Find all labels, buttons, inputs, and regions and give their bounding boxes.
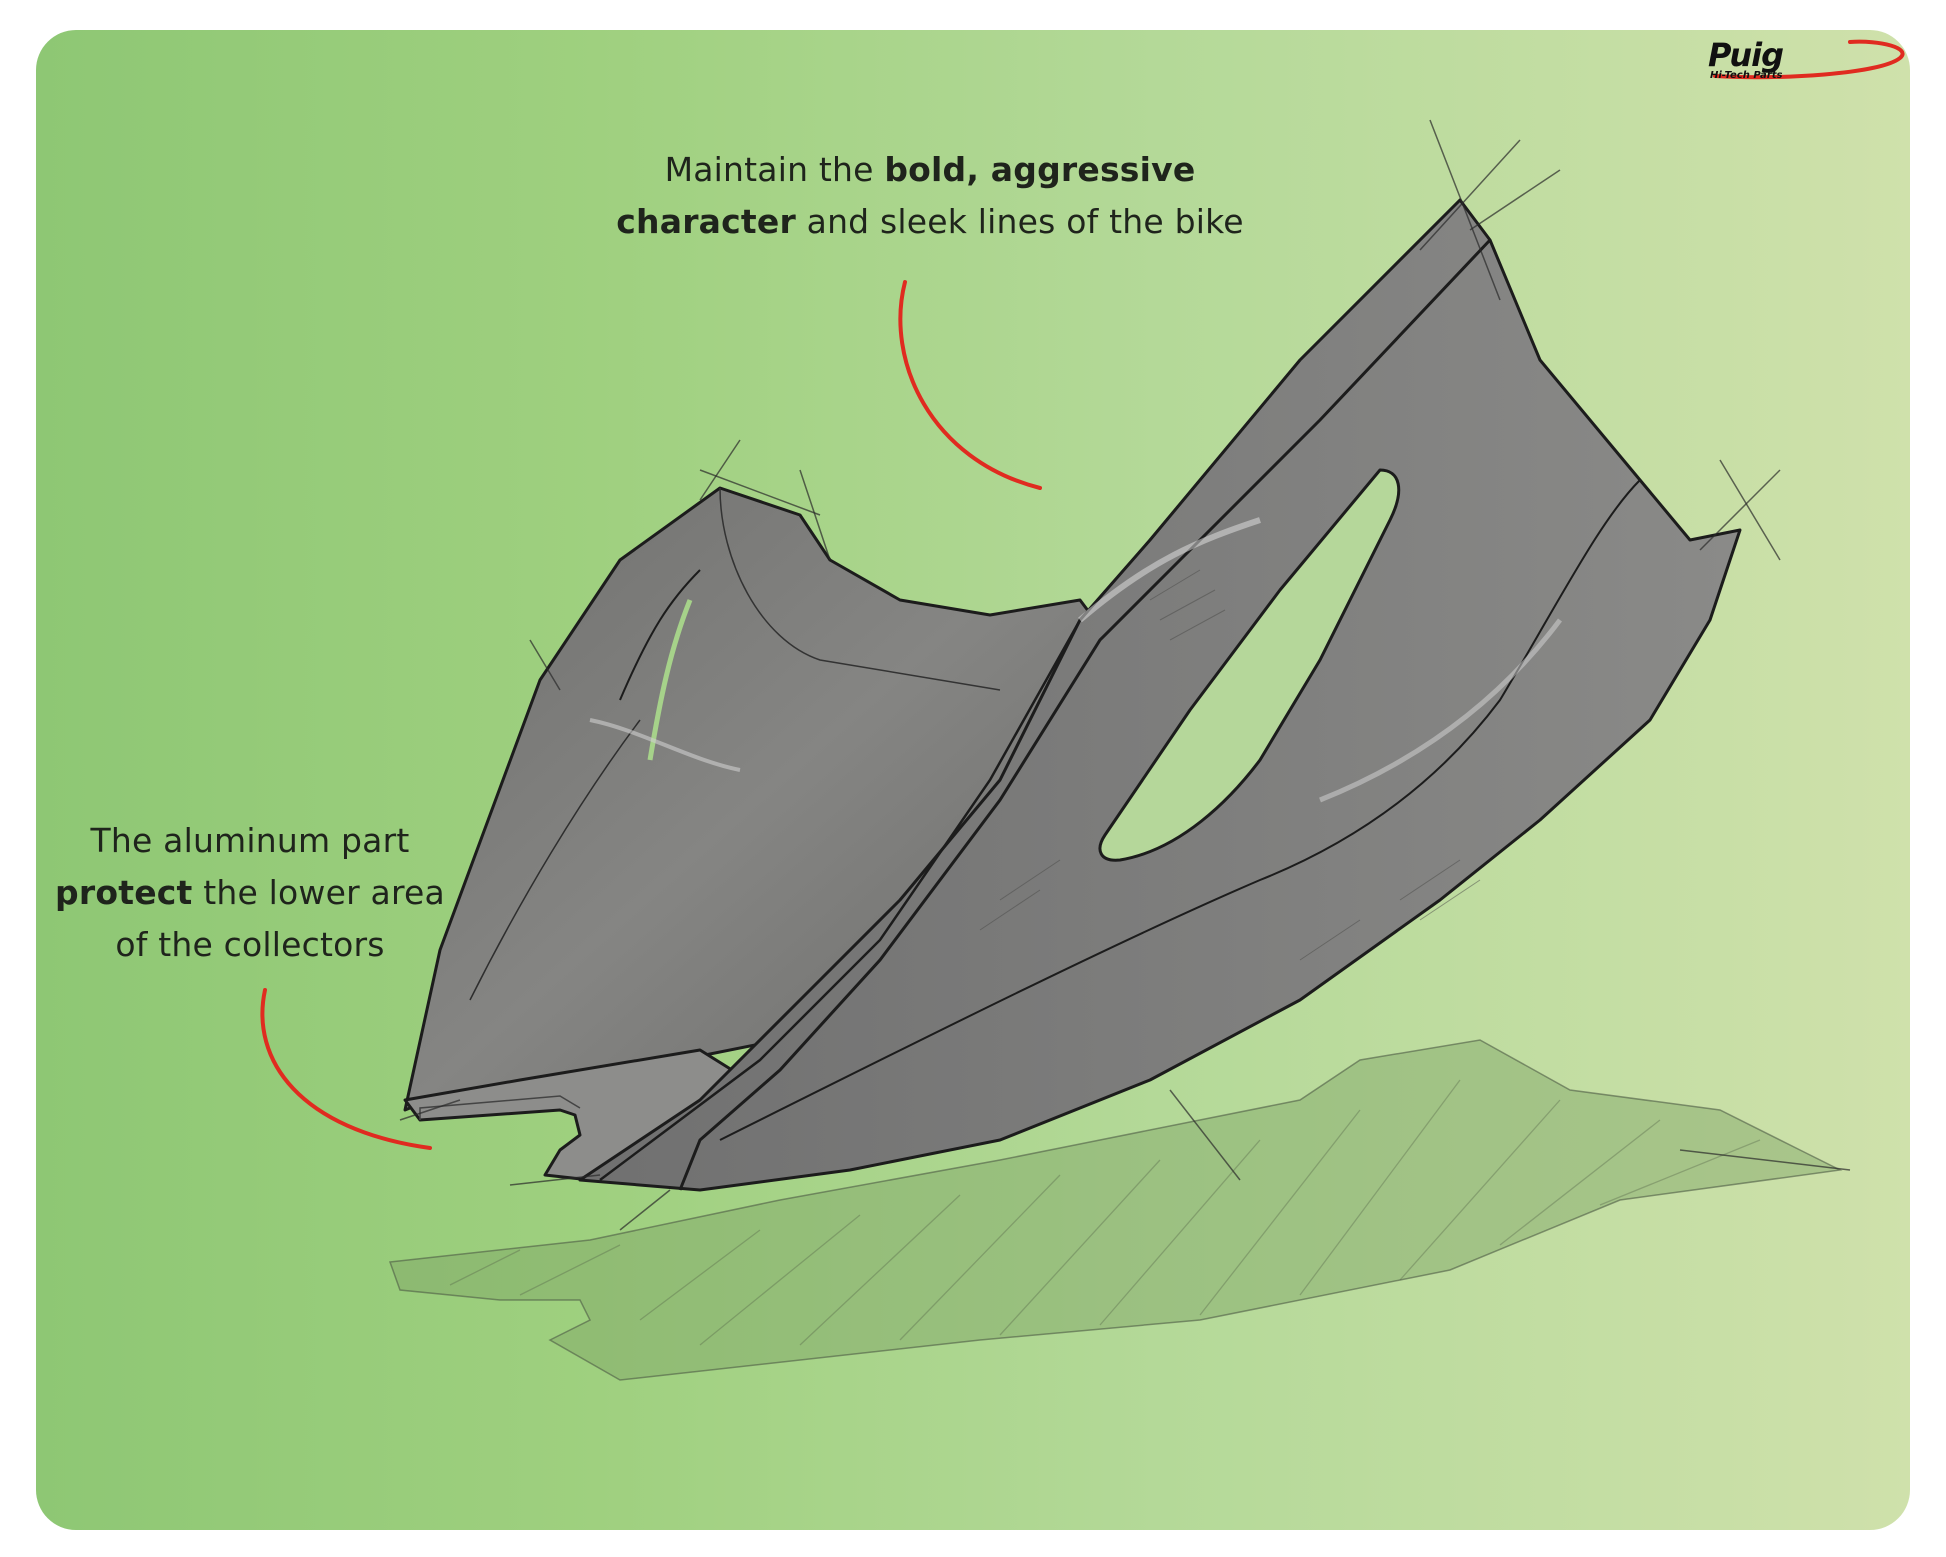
brand-logo: Puig Hi-Tech Parts <box>1700 36 1906 88</box>
annotation-top-bold: bold, aggressive <box>884 150 1196 189</box>
annotation-left-line3: of the collectors <box>115 925 385 964</box>
logo-swoosh <box>1713 39 1905 80</box>
annotation-top: Maintain the bold, aggressive character … <box>560 144 1300 248</box>
annotation-top-bold-2: character <box>616 202 796 241</box>
pointer-top-arc <box>898 280 1042 490</box>
annotation-left: The aluminum part protect the lower area… <box>40 815 460 971</box>
annotation-top-text-2: and sleek lines of the bike <box>795 202 1244 241</box>
annotation-left-line1: The aluminum part <box>90 821 410 860</box>
pointer-left-arc <box>260 988 432 1150</box>
brand-tagline: Hi-Tech Parts <box>1710 70 1783 81</box>
right-panel <box>578 198 1742 1192</box>
ground-shadow <box>388 1039 1843 1381</box>
brand-name: Puig <box>1708 36 1784 74</box>
annotation-top-text: Maintain the <box>664 150 885 189</box>
annotation-left-line2: the lower area <box>192 873 445 912</box>
annotation-left-bold: protect <box>55 873 193 912</box>
construction-lines <box>399 119 1851 1231</box>
